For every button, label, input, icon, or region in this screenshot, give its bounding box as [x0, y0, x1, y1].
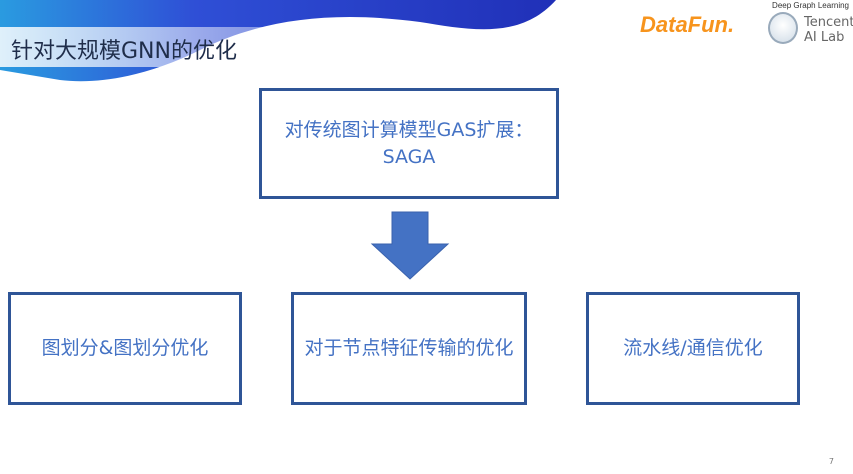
box-feature-transfer: 对于节点特征传输的优化 [291, 292, 527, 405]
box-pipeline: 流水线/通信优化 [586, 292, 800, 405]
logo-tagline: Deep Graph Learning [772, 1, 849, 10]
box-label: 对于节点特征传输的优化 [304, 337, 514, 359]
box-label: 对传统图计算模型GAS扩展：SAGA [284, 118, 534, 168]
logo-line: AI Lab [804, 30, 845, 45]
page-number: 7 [828, 457, 834, 466]
top-box-saga: 对传统图计算模型GAS扩展：SAGA [259, 88, 559, 199]
logo-line: Tencent [804, 15, 853, 30]
tencent-logo-icon [768, 12, 798, 44]
box-graph-partition: 图划分&图划分优化 [8, 292, 242, 405]
page-title: 针对大规模GNN的优化 [11, 39, 237, 64]
title-band [0, 27, 270, 67]
box-label: 流水线/通信优化 [623, 337, 763, 359]
box-label: 图划分&图划分优化 [41, 337, 209, 359]
down-arrow-icon [370, 211, 450, 280]
datafun-logo: DataFun. [640, 12, 735, 37]
